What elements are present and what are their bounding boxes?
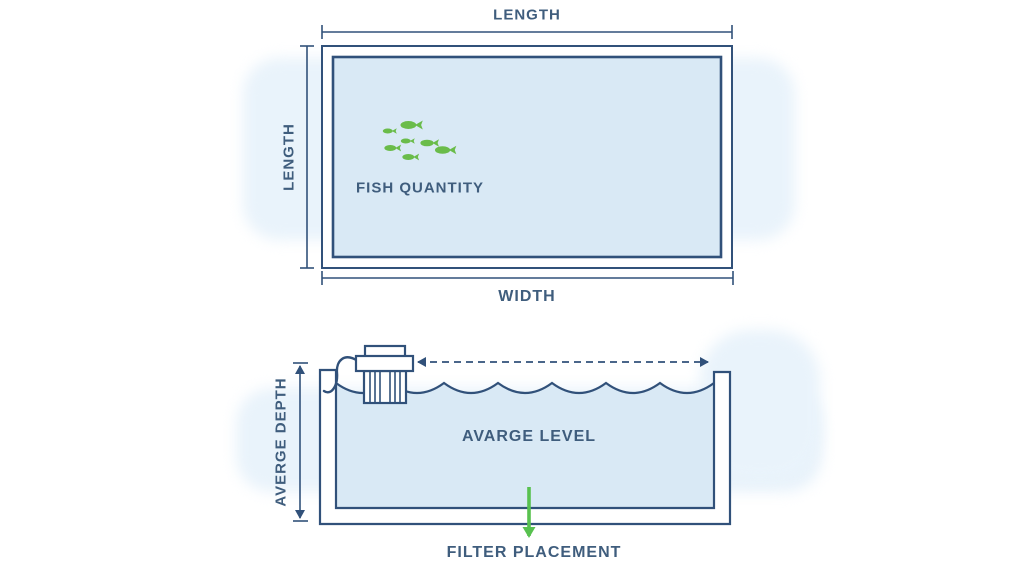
width-dimension-line — [321, 271, 734, 285]
fish-quantity-label: FISH QUANTITY — [356, 179, 484, 197]
water-fill — [336, 383, 714, 508]
filter-icon — [322, 344, 415, 405]
filter-cartridge — [362, 369, 408, 405]
length-label-top: LENGTH — [493, 6, 561, 24]
tank-walls — [318, 368, 732, 526]
length-dimension-line-top — [321, 25, 733, 39]
length-label-left: LENGTH — [280, 123, 298, 191]
averge-depth-label: AVERGE DEPTH — [272, 377, 290, 507]
filter-placement-label: FILTER PLACEMENT — [446, 544, 622, 561]
filter-body — [354, 354, 415, 373]
width-label: WIDTH — [498, 288, 556, 305]
depth-dimension-line — [293, 362, 308, 522]
avarge-level-label: AVARGE LEVEL — [461, 428, 597, 445]
length-dimension-line-left — [300, 45, 314, 269]
pond-water-rect — [331, 55, 723, 259]
side-view-diagram — [293, 344, 732, 538]
filter-hose — [322, 356, 360, 394]
top-view-diagram — [300, 25, 734, 285]
